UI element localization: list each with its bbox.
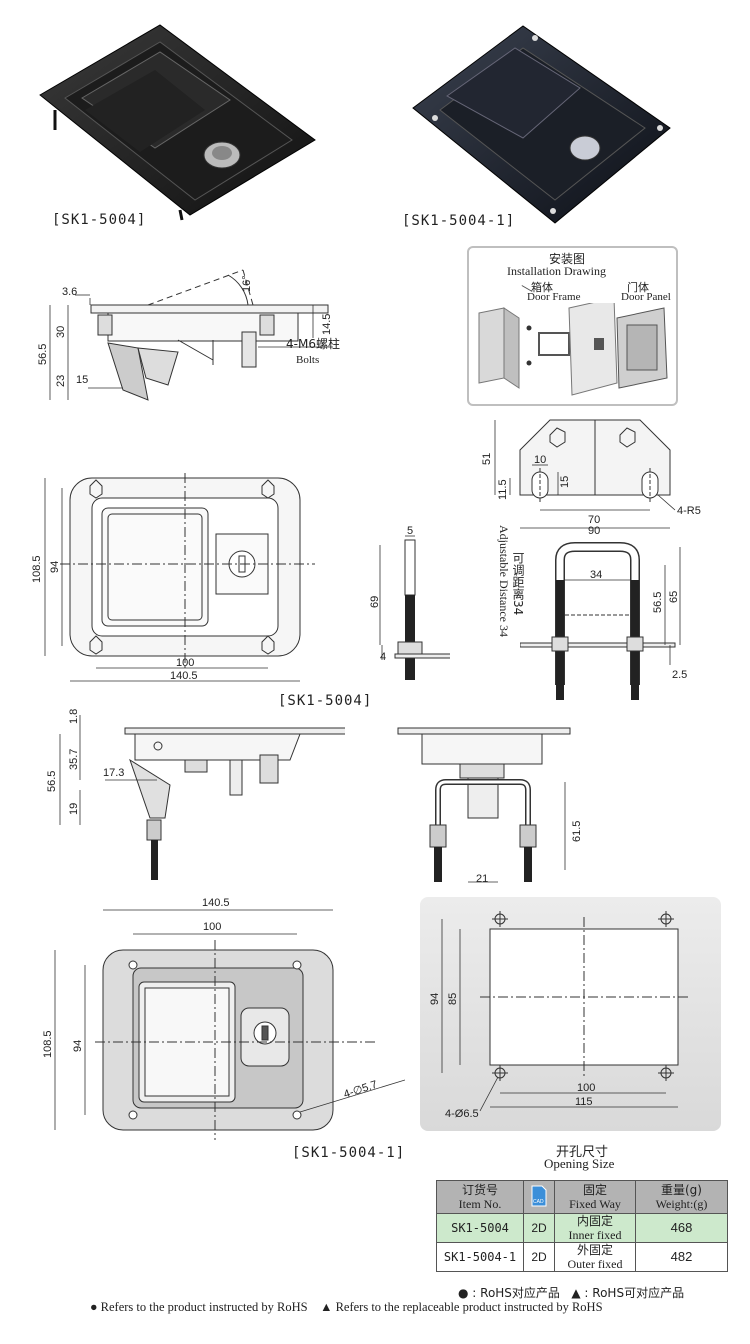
dim-14-5: 14.5 xyxy=(321,314,333,335)
cad-file-icon: CAD xyxy=(531,1185,547,1206)
product-photo-sk1-5004 xyxy=(39,24,316,221)
dim-65: 65 xyxy=(668,591,680,603)
dim-19: 19 xyxy=(68,803,80,815)
front-view-sk1-5004: 108.5 94 100 140.5 xyxy=(31,473,315,682)
rohs-compliant-cn: ● : RoHS对应产品 xyxy=(458,1286,560,1300)
header-cad: CAD xyxy=(523,1180,555,1214)
adjustable-distance-cn: 可调距离34 xyxy=(511,552,525,616)
section-view-right: 61.5 21 xyxy=(397,727,583,885)
header-weight: 重量(g)Weight:(g) xyxy=(635,1180,728,1214)
dim-4-d5-7: 4-∅5.7 xyxy=(342,1079,379,1101)
dim-4-d6-5: 4-Ø6.5 xyxy=(445,1108,479,1120)
bolt-label-en: Bolts xyxy=(296,354,319,366)
rohs-legend-en: ● Refers to the product instructed by Ro… xyxy=(90,1300,603,1315)
dim-56-5-sec: 56.5 xyxy=(46,771,58,792)
dim-100-b: 100 xyxy=(203,921,221,933)
dim-69: 69 xyxy=(370,596,381,608)
opening-size-title-cn: 开孔尺寸 xyxy=(556,1145,609,1160)
dim-35-7: 35.7 xyxy=(68,749,80,770)
dim-85: 85 xyxy=(447,993,459,1005)
opening-size-box: 94 85 100 115 4-Ø6.5 xyxy=(420,897,721,1131)
opening-size-title-en: Opening Size xyxy=(544,1156,615,1171)
rohs-replaceable-en: ▲ Refers to the replaceable product inst… xyxy=(320,1300,603,1314)
product-photo-sk1-5004-1 xyxy=(412,25,671,224)
side-view-drawing: 3.6 16° 30 56.5 23 15 14.5 4-M6螺柱 Bolts xyxy=(37,269,340,401)
dim-4-r5: 4-R5 xyxy=(677,505,701,517)
dim-70: 70 xyxy=(588,514,600,526)
installation-drawing-box: 安装图 Installation Drawing 箱体 Door Frame 门… xyxy=(467,246,678,406)
dim-3-6: 3.6 xyxy=(62,286,77,298)
install-title-cn: 安装图 xyxy=(549,252,586,266)
dim-21: 21 xyxy=(476,873,488,885)
caption-front-sk1-5004: [SK1-5004] xyxy=(278,693,373,709)
caption-photo-sk1-5004-1: [SK1-5004-1] xyxy=(402,213,516,229)
dim-17-3: 17.3 xyxy=(103,767,124,779)
rohs-replaceable-cn: ▲ : RoHS可对应产品 xyxy=(571,1286,685,1300)
dim-61-5: 61.5 xyxy=(571,821,583,842)
dim-94: 94 xyxy=(49,561,61,573)
dim-30: 30 xyxy=(55,326,67,338)
dim-11-5: 11.5 xyxy=(497,479,509,500)
opening-size-drawing: 94 85 100 115 4-Ø6.5 xyxy=(429,911,690,1120)
dim-23: 23 xyxy=(55,375,67,387)
dim-16deg: 16° xyxy=(241,275,253,292)
dim-90: 90 xyxy=(588,525,600,537)
dim-10: 10 xyxy=(534,454,546,466)
dim-34: 34 xyxy=(590,569,602,581)
mounting-bracket-drawing: 51 10 15 11.5 70 90 4-R5 xyxy=(481,419,701,537)
dim-140-5-b: 140.5 xyxy=(202,897,230,909)
dim-100-open: 100 xyxy=(577,1082,595,1094)
dim-2-5: 2.5 xyxy=(672,669,687,681)
bolt-label-cn: 4-M6螺柱 xyxy=(286,336,340,351)
dim-115: 115 xyxy=(575,1096,593,1108)
svg-text:CAD: CAD xyxy=(533,1199,544,1205)
door-frame-en: Door Frame xyxy=(527,291,581,303)
dim-140-5: 140.5 xyxy=(170,670,198,682)
rohs-legend-cn: ● : RoHS对应产品 ▲ : RoHS可对应产品 xyxy=(458,1284,684,1301)
dim-100: 100 xyxy=(176,657,194,669)
install-title-en: Installation Drawing xyxy=(507,264,606,278)
dim-108-5-b: 108.5 xyxy=(42,1030,54,1058)
u-bolt-drawing: 34 56.5 65 2.5 xyxy=(520,542,687,700)
rohs-compliant-en: ● Refers to the product instructed by Ro… xyxy=(90,1300,308,1314)
dim-108-5: 108.5 xyxy=(31,555,43,583)
dim-56-5: 56.5 xyxy=(37,344,49,365)
adjustable-distance-en: Adjustable Distance 34 xyxy=(497,525,511,637)
door-panel-en: Door Panel xyxy=(621,291,671,303)
dim-15: 15 xyxy=(76,374,88,386)
dim-4: 4 xyxy=(380,651,386,663)
door-frame-cn: 箱体 xyxy=(531,281,553,294)
exploded-installation-illustration xyxy=(478,303,668,396)
dim-94-open: 94 xyxy=(429,993,441,1005)
dim-5: 5 xyxy=(407,525,413,537)
front-view-sk1-5004-1: 140.5 100 108.5 94 4-∅5.7 xyxy=(42,897,405,1140)
dim-56-5-ubolt: 56.5 xyxy=(652,592,664,613)
dim-51: 51 xyxy=(481,453,493,465)
dim-15-bracket: 15 xyxy=(559,476,571,488)
bolt-side-drawing: 5 69 4 xyxy=(370,525,450,680)
door-panel-cn: 门体 xyxy=(627,281,649,294)
section-view-left: 1.8 35.7 17.3 56.5 19 xyxy=(46,709,345,880)
caption-photo-sk1-5004: [SK1-5004] xyxy=(52,212,147,228)
dim-1-8: 1.8 xyxy=(68,709,80,724)
dim-94-b: 94 xyxy=(72,1040,84,1052)
caption-front-sk1-5004-1: [SK1-5004-1] xyxy=(292,1145,406,1161)
